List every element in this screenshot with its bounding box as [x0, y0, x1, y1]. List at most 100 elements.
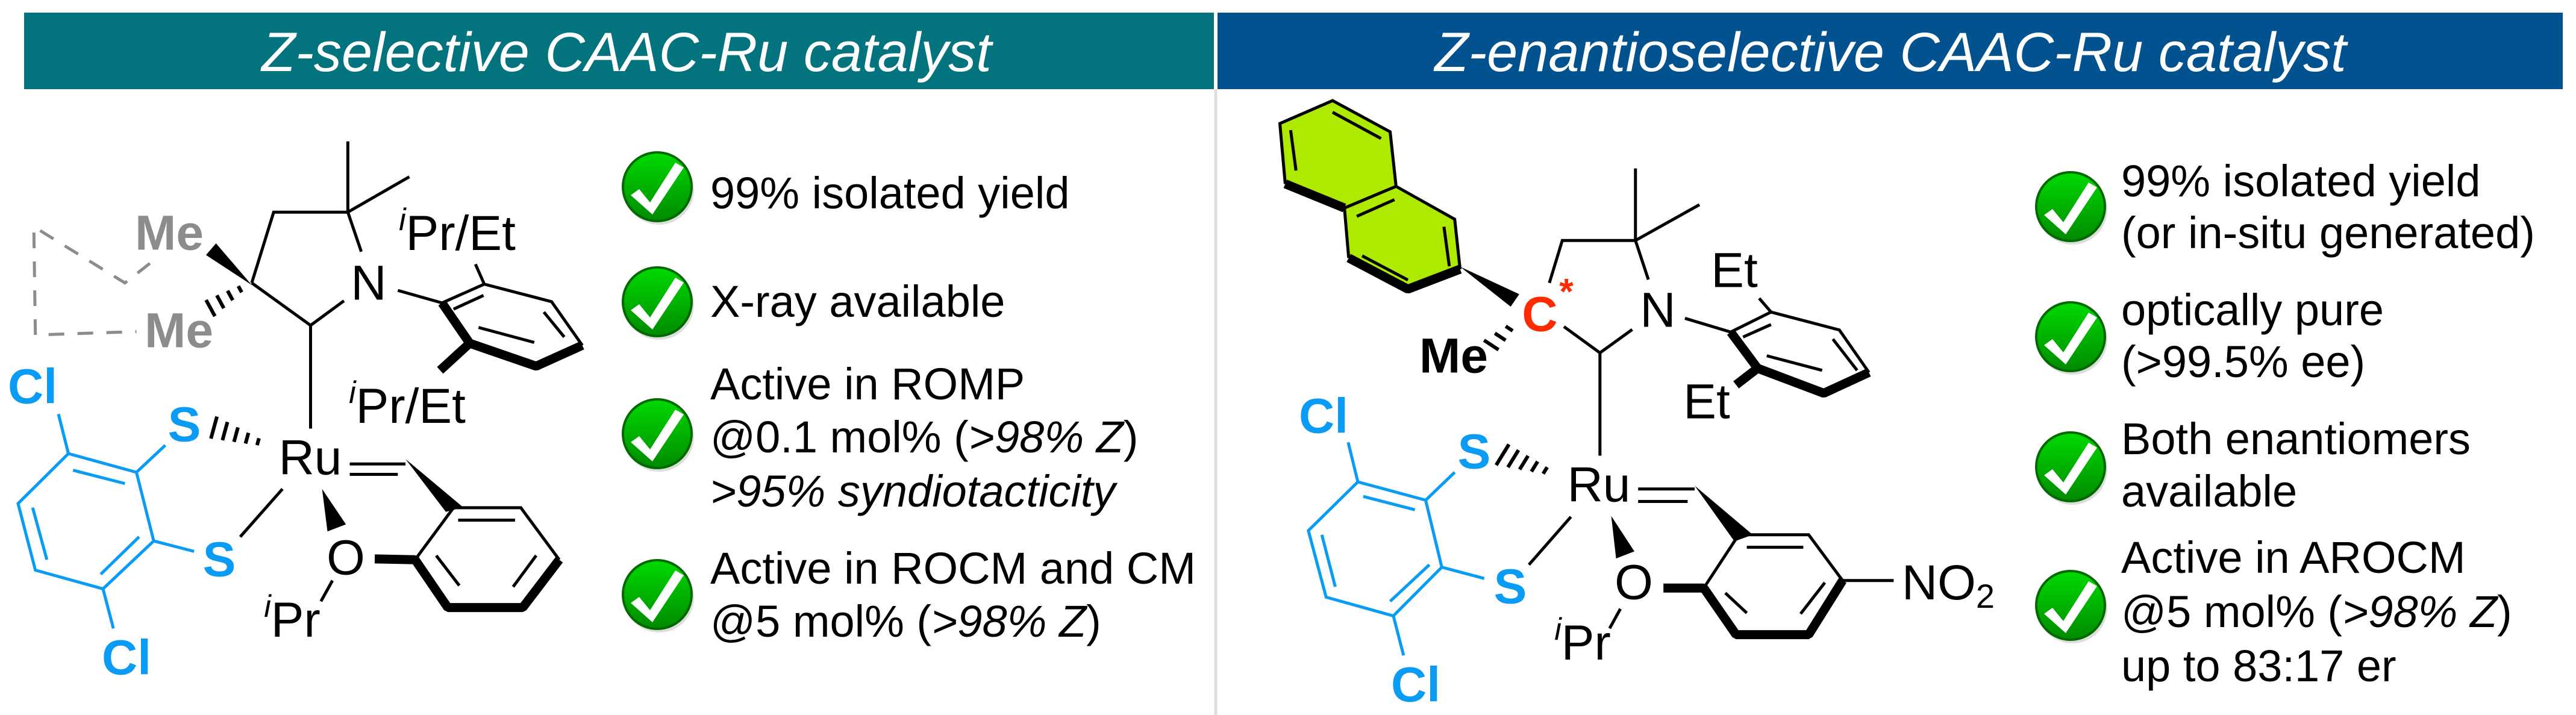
hash-segment [1543, 467, 1548, 474]
check-icon [2035, 431, 2109, 506]
hash-segment [234, 428, 238, 442]
feature-text: available [2121, 466, 2297, 516]
hash-bond [1496, 445, 1548, 474]
dibenzyl-tether-dashes [34, 226, 150, 335]
oxygen-label: O [327, 531, 365, 585]
wedge-bond [322, 489, 346, 532]
ru-bonds [211, 417, 463, 602]
sulfur-label: S [203, 532, 236, 587]
hash-segment [222, 422, 227, 440]
feature-text: Active in ROMP [710, 359, 1025, 409]
wedge-bond [205, 243, 252, 286]
hash-segment [257, 439, 259, 446]
feature-item: 99% isolated yield (or in-situ generated… [2035, 156, 2535, 258]
feature-text: (or in-situ generated) [2121, 208, 2535, 258]
hash-segment [1495, 333, 1505, 340]
hash-segment [228, 291, 233, 301]
feature-text: 99% isolated yield [710, 168, 1069, 218]
check-icon [622, 398, 695, 473]
ruthenium-label: Ru [1568, 458, 1631, 513]
feature-item: optically pure (>99.5% ee) [2035, 285, 2384, 387]
feature-text: Active in AROCM [2121, 532, 2466, 582]
chlorine-label: Cl [8, 360, 57, 414]
wedge-bond [1460, 266, 1519, 307]
check-icon [2035, 301, 2109, 376]
hash-segment [211, 417, 217, 439]
feature-text: @5 mol% (>98% Z) [710, 596, 1101, 646]
right-header-title: Z-enantioselective CAAC-Ru catalyst [1433, 22, 2348, 83]
feature-item: X-ray available [622, 266, 1005, 341]
hash-segment [239, 286, 242, 292]
n-aryl-ring [1731, 298, 1869, 393]
dichlorobenzenedithiolate-ring [18, 414, 194, 628]
wedge-bond [405, 458, 463, 512]
hash-segment [1508, 450, 1519, 467]
methyl-label: Me [1419, 329, 1488, 384]
feature-text: @5 mol% (>98% Z) [2121, 587, 2512, 637]
hash-segment [1505, 326, 1513, 331]
left-header-title: Z-selective CAAC-Ru catalyst [260, 22, 993, 83]
ethyl-label: Et [1683, 375, 1730, 429]
feature-item: 99% isolated yield [622, 151, 1069, 226]
hash-segment [1531, 461, 1537, 472]
feature-text: @0.1 mol% (>98% Z) [710, 412, 1139, 462]
check-icon [622, 266, 695, 341]
hash-bond [1484, 326, 1513, 350]
n-aryl-ring [440, 264, 583, 370]
left-catalyst-structure [18, 142, 583, 628]
caac-bonds [206, 142, 442, 429]
ortho-substituent-label: iPr/Et [399, 202, 516, 261]
hash-segment [217, 295, 224, 308]
check-icon [622, 151, 695, 226]
feature-text: Active in ROCM and CM [710, 543, 1196, 593]
ortho-substituent-label: iPr/Et [349, 375, 466, 434]
right-catalyst-structure [1280, 101, 1893, 655]
isopropyl-label: iPr [264, 589, 320, 648]
check-icon [622, 559, 695, 634]
chlorine-label: Cl [1299, 389, 1348, 444]
right-catalyst-labels: C * Me N Et Et Ru O iPr NO2 S S Cl Cl [1299, 243, 1995, 713]
right-header: Z-enantioselective CAAC-Ru catalyst [1218, 13, 2563, 89]
dichlorobenzenedithiolate-ring [1308, 442, 1484, 655]
chlorine-label: Cl [102, 631, 151, 685]
hash-segment [206, 300, 215, 316]
hash-segment [246, 433, 249, 444]
sulfur-label: S [168, 398, 201, 452]
left-catalyst-labels: Me Me N iPr/Et iPr/Et Ru O iPr S S Cl Cl [8, 202, 516, 685]
left-feature-list: 99% isolated yield X-ray available Activ… [622, 151, 1196, 646]
ru-bonds [1496, 445, 1894, 628]
sulfur-label: S [1458, 425, 1491, 479]
feature-text: optically pure [2121, 285, 2384, 335]
wedge-bond [1694, 486, 1753, 542]
hash-segment [1520, 456, 1528, 470]
methyl-label: Me [145, 304, 213, 358]
feature-text: X-ray available [710, 276, 1005, 326]
benzylidene-ring [375, 508, 559, 608]
feature-item: Both enantiomers available [2035, 414, 2471, 516]
feature-item: Active in AROCM @5 mol% (>98% Z) up to 8… [2035, 532, 2512, 691]
naphthyl-group [1280, 101, 1519, 307]
nitrogen-label: N [351, 256, 386, 311]
ethyl-label: Et [1711, 243, 1758, 298]
nitrobenzylidene-ring [1663, 535, 1842, 635]
feature-text: >95% syndiotacticity [710, 466, 1118, 516]
stereocenter-asterisk: * [1559, 272, 1574, 312]
right-feature-list: 99% isolated yield (or in-situ generated… [2035, 156, 2535, 691]
left-header: Z-selective CAAC-Ru catalyst [24, 13, 1214, 89]
feature-item: Active in ROMP @0.1 mol% (>98% Z) >95% s… [622, 359, 1139, 516]
hash-bond [206, 286, 242, 316]
hash-segment [1484, 340, 1498, 350]
check-icon [2035, 570, 2109, 645]
isopropyl-label: iPr [1554, 612, 1611, 670]
feature-text: (>99.5% ee) [2121, 337, 2365, 387]
feature-text: up to 83:17 er [2121, 641, 2396, 691]
ruthenium-label: Ru [279, 431, 342, 486]
caac-bonds [1484, 169, 1730, 456]
stereocenter-carbon-label: C [1522, 287, 1557, 342]
nitrogen-label: N [1640, 283, 1675, 338]
feature-text: Both enantiomers [2121, 414, 2471, 464]
nitro-label: NO2 [1902, 555, 1995, 615]
feature-text: 99% isolated yield [2121, 156, 2480, 206]
methyl-label: Me [135, 206, 204, 261]
